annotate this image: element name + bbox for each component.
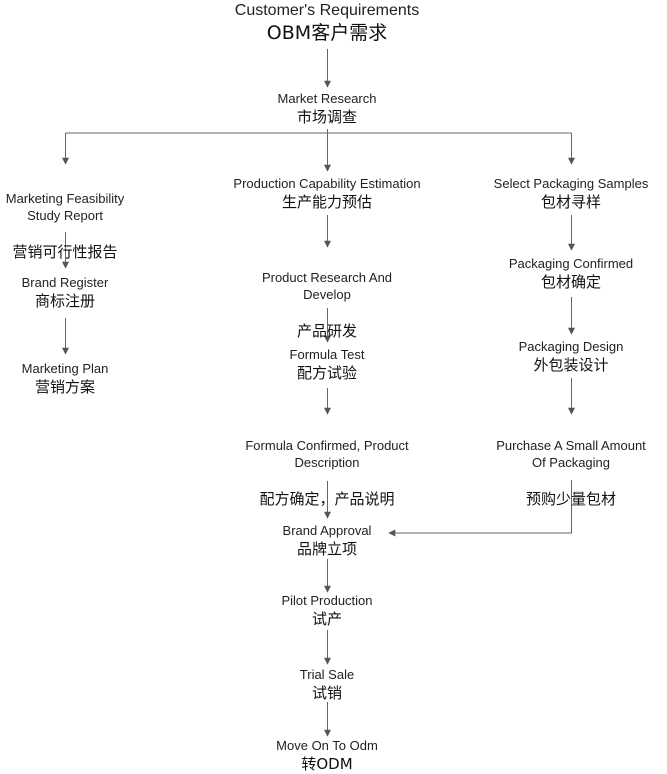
node-select-packaging-samples: Select Packaging Samples 包材寻样 (481, 175, 661, 212)
node-label-zh: 预购少量包材 (525, 490, 616, 508)
node-label-en: Packaging Confirmed (508, 256, 634, 271)
node-label-en: Purchase A Small Amount Of Packaging (496, 438, 646, 470)
node-label-zh: 产品研发 (296, 322, 357, 340)
node-label-en: Formula Test (289, 347, 365, 362)
node-label-zh: OBM客户需求 (266, 22, 388, 44)
node-formula-confirmed-product-description: Formula Confirmed, Product Description 配… (227, 419, 427, 527)
node-label-en: Trial Sale (299, 667, 355, 682)
node-marketing-feasibility-study-report: Marketing Feasibility Study Report 营销可行性… (0, 172, 135, 280)
node-label-en: Packaging Design (518, 339, 624, 354)
node-label-zh: 营销可行性报告 (12, 243, 118, 261)
node-label-zh: 试销 (311, 684, 342, 702)
node-brand-register: Brand Register 商标注册 (5, 274, 125, 311)
node-purchase-a-small-amount-of-packaging: Purchase A Small Amount Of Packaging 预购少… (481, 419, 661, 527)
node-label-zh: 转ODM (301, 755, 353, 773)
node-packaging-confirmed: Packaging Confirmed 包材确定 (491, 255, 651, 292)
node-label-zh: 品牌立项 (296, 540, 357, 558)
arrow-purchase-packaging-to-brand-approval (388, 480, 572, 537)
node-label-zh: 生产能力预估 (281, 193, 372, 211)
node-label-en: Brand Register (21, 275, 109, 290)
node-label-en: Move On To Odm (276, 738, 378, 753)
node-brand-approval: Brand Approval 品牌立项 (257, 522, 397, 559)
node-label-zh: 商标注册 (34, 292, 95, 310)
node-trial-sale: Trial Sale 试销 (267, 666, 387, 703)
node-label-en: Marketing Plan (21, 361, 109, 376)
node-label-zh: 营销方案 (34, 378, 95, 396)
node-product-research-and-develop: Product Research And Develop 产品研发 (237, 251, 417, 359)
node-label-en: Customer's Requirements (234, 2, 420, 19)
node-label-en: Brand Approval (282, 523, 372, 538)
node-label-en: Marketing Feasibility Study Report (5, 191, 125, 223)
node-label-en: Formula Confirmed, Product Description (245, 438, 409, 470)
node-label-en: Product Research And Develop (261, 270, 393, 302)
node-label-zh: 市场调查 (296, 108, 358, 126)
node-label-zh: 包材寻样 (540, 193, 601, 211)
node-label-zh: 包材确定 (540, 273, 601, 291)
node-customers-requirements: Customer's Requirements OBM客户需求 (235, 1, 419, 45)
node-label-zh: 试产 (311, 610, 342, 628)
node-formula-test: Formula Test 配方试验 (267, 346, 387, 383)
node-label-en: Production Capability Estimation (233, 176, 421, 191)
node-label-en: Select Packaging Samples (493, 176, 649, 191)
node-production-capability-estimation: Production Capability Estimation 生产能力预估 (217, 175, 437, 212)
node-pilot-production: Pilot Production 试产 (257, 592, 397, 629)
node-move-on-to-odm: Move On To Odm 转ODM (257, 737, 397, 774)
node-label-zh: 配方试验 (296, 364, 357, 382)
node-market-research: Market Research 市场调查 (278, 90, 377, 127)
node-label-zh: 外包装设计 (533, 356, 609, 374)
node-label-zh: 配方确定，产品说明 (259, 490, 395, 508)
node-packaging-design: Packaging Design 外包装设计 (491, 338, 651, 375)
node-label-en: Pilot Production (281, 593, 373, 608)
node-marketing-plan: Marketing Plan 营销方案 (5, 360, 125, 397)
node-label-en: Market Research (277, 91, 377, 106)
